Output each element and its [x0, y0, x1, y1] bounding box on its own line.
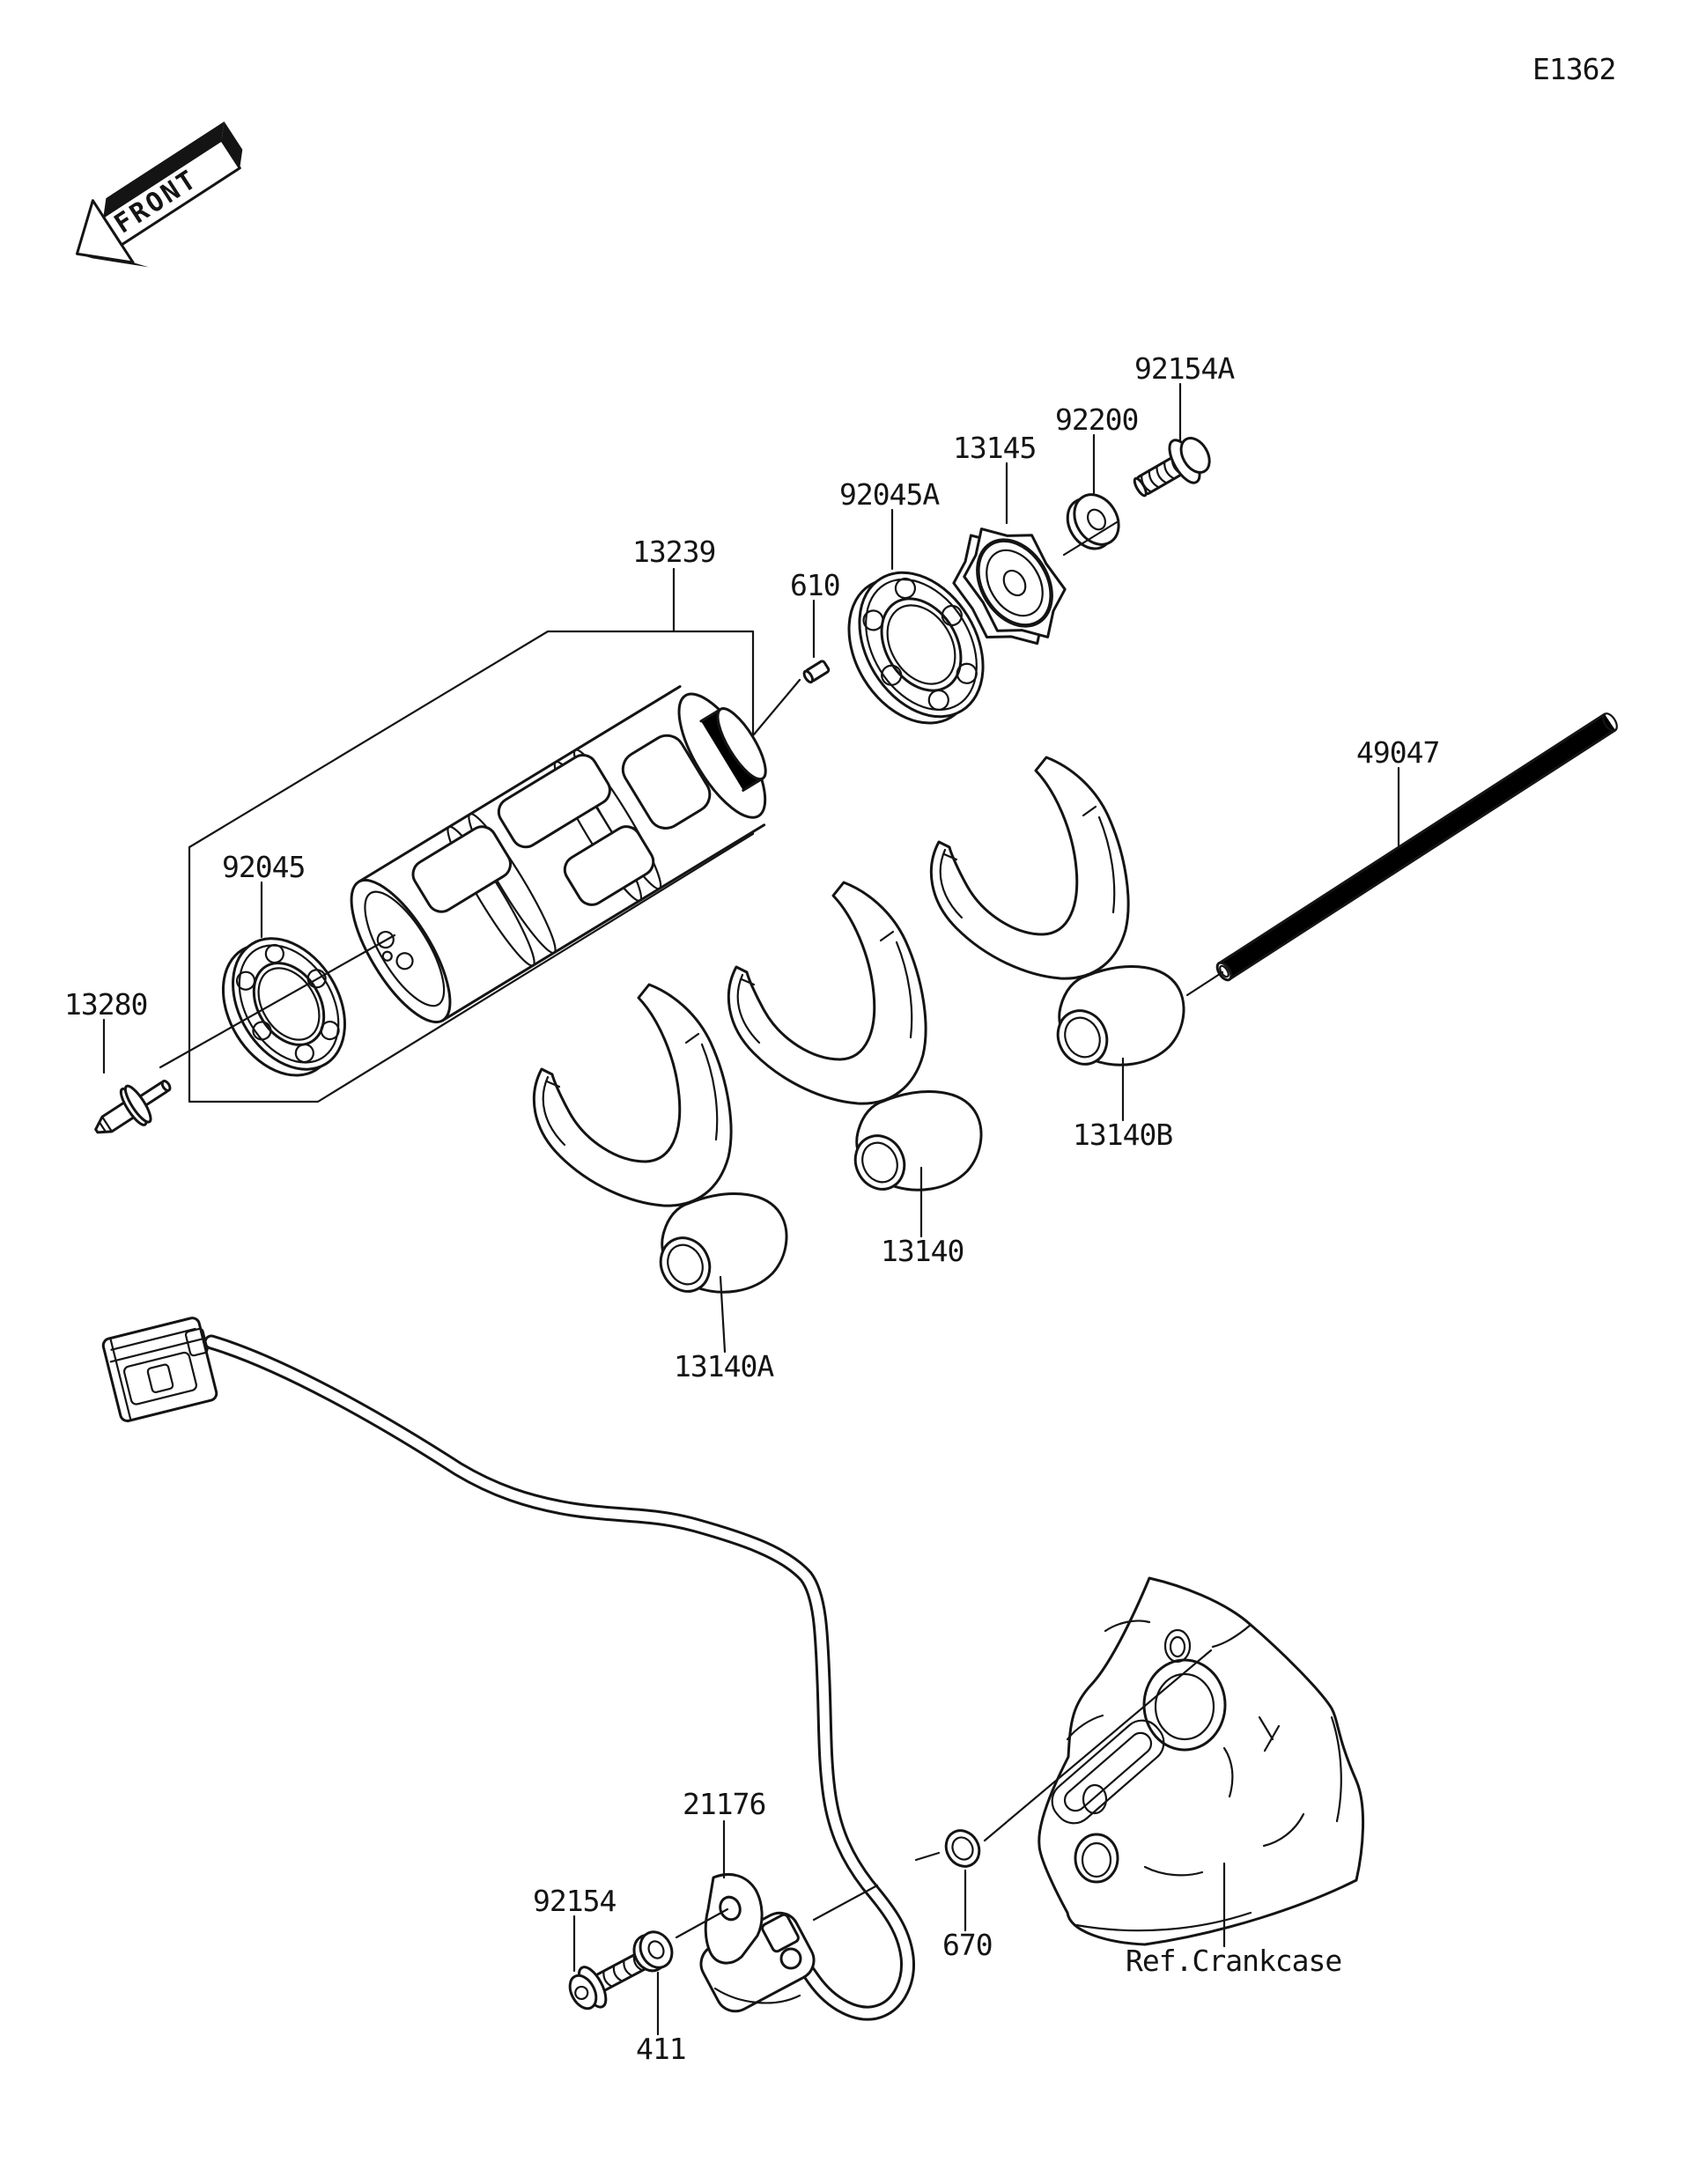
assembly-axis-line: [159, 933, 396, 1069]
label-92200: 92200: [1055, 402, 1138, 437]
shift-rod: [1185, 712, 1618, 997]
label-610: 610: [790, 568, 840, 602]
label-13239: 13239: [632, 535, 715, 569]
part-labels: E1362 13239 610 92045A 13145 92200 92154…: [64, 52, 1616, 2066]
label-13145: 13145: [953, 431, 1036, 465]
label-13140: 13140: [881, 1234, 964, 1268]
assembly-axis-line: [752, 678, 801, 736]
page-code: E1362: [1532, 52, 1615, 86]
assembly-axis-line: [1062, 520, 1119, 557]
label-49047: 49047: [1356, 735, 1439, 770]
o-ring: [944, 1829, 981, 1868]
switch-cable: [203, 1334, 915, 2021]
upper-bolt: [1133, 437, 1211, 498]
label-13280: 13280: [64, 987, 147, 1022]
shift-fork-b: [929, 756, 1185, 1074]
label-ref-crankcase: Ref.Crankcase: [1126, 1944, 1341, 1978]
alignment-lines: [675, 1649, 1213, 1939]
leader-lines: [102, 382, 1400, 2036]
label-92045A: 92045A: [839, 477, 940, 512]
drum-cam: [952, 528, 1067, 646]
gear-change-drum: [350, 685, 767, 1024]
plain-washer: [1066, 493, 1120, 550]
label-13140B: 13140B: [1073, 1118, 1172, 1152]
set-screw: [94, 1080, 172, 1134]
ball-bearing-upper: [847, 571, 985, 725]
crankcase-reference: [1037, 1576, 1365, 1946]
label-92154A: 92154A: [1134, 351, 1235, 386]
label-670: 670: [942, 1928, 993, 1962]
label-92154: 92154: [533, 1884, 616, 1918]
front-direction-arrow: FRONT: [75, 121, 243, 268]
drum-group-bracket: [188, 630, 755, 1103]
small-washer: [632, 1930, 674, 1973]
ball-bearing-lower: [221, 937, 346, 1077]
label-21176: 21176: [683, 1787, 765, 1821]
label-92045: 92045: [222, 850, 305, 884]
shift-fork-middle: [727, 881, 983, 1199]
dowel-pin: [802, 660, 831, 684]
label-13140A: 13140A: [674, 1349, 774, 1383]
cable-connector: [101, 1317, 218, 1422]
gear-position-switch: [699, 1873, 816, 2013]
label-411: 411: [636, 2032, 686, 2066]
